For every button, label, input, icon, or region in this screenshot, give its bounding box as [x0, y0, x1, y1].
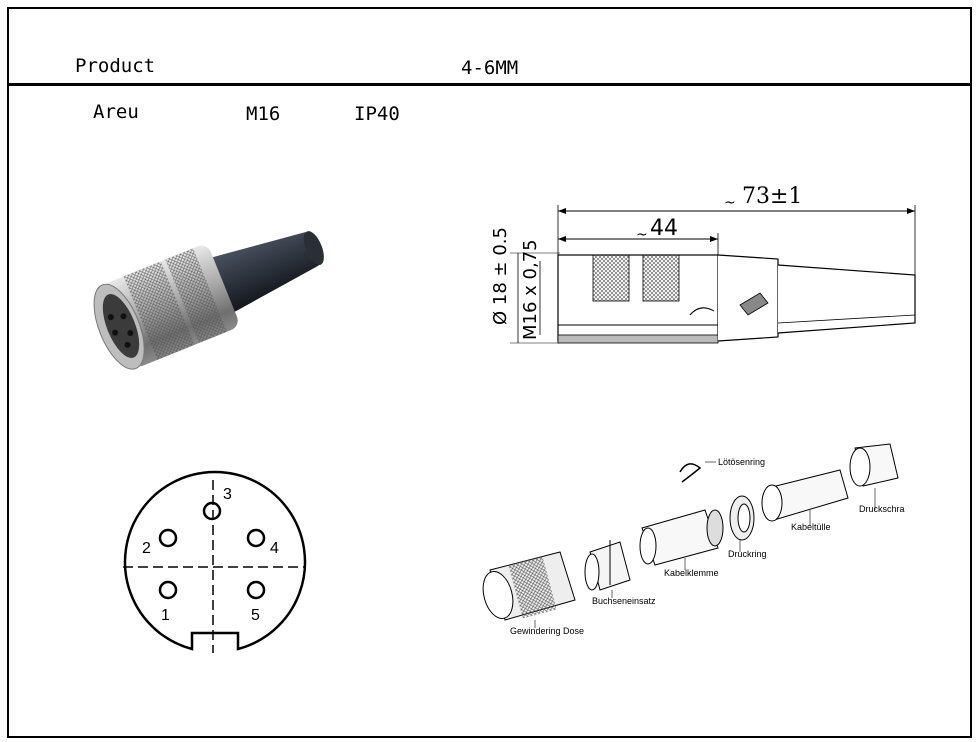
caption-kabeltuelle: Kabeltülle: [791, 522, 831, 532]
product-sheet: [7, 7, 972, 738]
pin-label-2: 2: [142, 540, 151, 557]
connector-photo: [93, 231, 324, 370]
part-buchseneinsatz: [584, 540, 631, 591]
overall-length-text: 73±1: [742, 184, 802, 209]
diameter-text: Ø 18 ± 0.5: [490, 227, 511, 325]
pin-label-1: 1: [161, 607, 170, 624]
thread-label: M16: [246, 103, 281, 125]
pin-label-5: 5: [251, 607, 260, 624]
svg-text:~: ~: [724, 195, 736, 211]
pin-label-3: 3: [223, 486, 232, 503]
caption-loetoesenring: Lötösenring: [718, 457, 765, 467]
caption-druckring: Druckring: [728, 549, 767, 559]
thread-spec-text: M16 x 0,75: [520, 239, 541, 340]
dimension-drawing: 73±1 ~ 44 ~ Ø 18 ± 0.5 M16 x 0,75: [490, 184, 916, 344]
brand-label: Areu: [93, 101, 139, 123]
pinout-diagram: 3 2 4 1 5: [123, 470, 307, 653]
pin-label-4: 4: [270, 540, 279, 557]
product-label: Product: [75, 55, 156, 77]
part-kabelklemme: [639, 509, 724, 566]
part-loetoesenring: [679, 463, 702, 483]
part-kabeltuelle: [761, 469, 849, 522]
caption-druckschra: Druckschra: [859, 504, 905, 514]
body-length-text: 44: [650, 216, 678, 241]
svg-text:~: ~: [636, 227, 648, 243]
part-druckschraube: [849, 443, 899, 487]
caption-gewindering-dose: Gewindering Dose: [510, 626, 584, 636]
part-gewindering: [482, 551, 576, 621]
part-druckring: [729, 495, 755, 541]
exploded-view: Lötösenring Druckschra Kabeltülle Druckr…: [482, 443, 905, 636]
caption-kabelklemme: Kabelklemme: [664, 568, 719, 578]
cable-range: 4-6MM: [461, 57, 519, 79]
caption-buchseneinsatz: Buchseneinsatz: [592, 596, 656, 606]
header-divider: [9, 83, 970, 86]
ip-rating-label: IP40: [354, 103, 400, 125]
